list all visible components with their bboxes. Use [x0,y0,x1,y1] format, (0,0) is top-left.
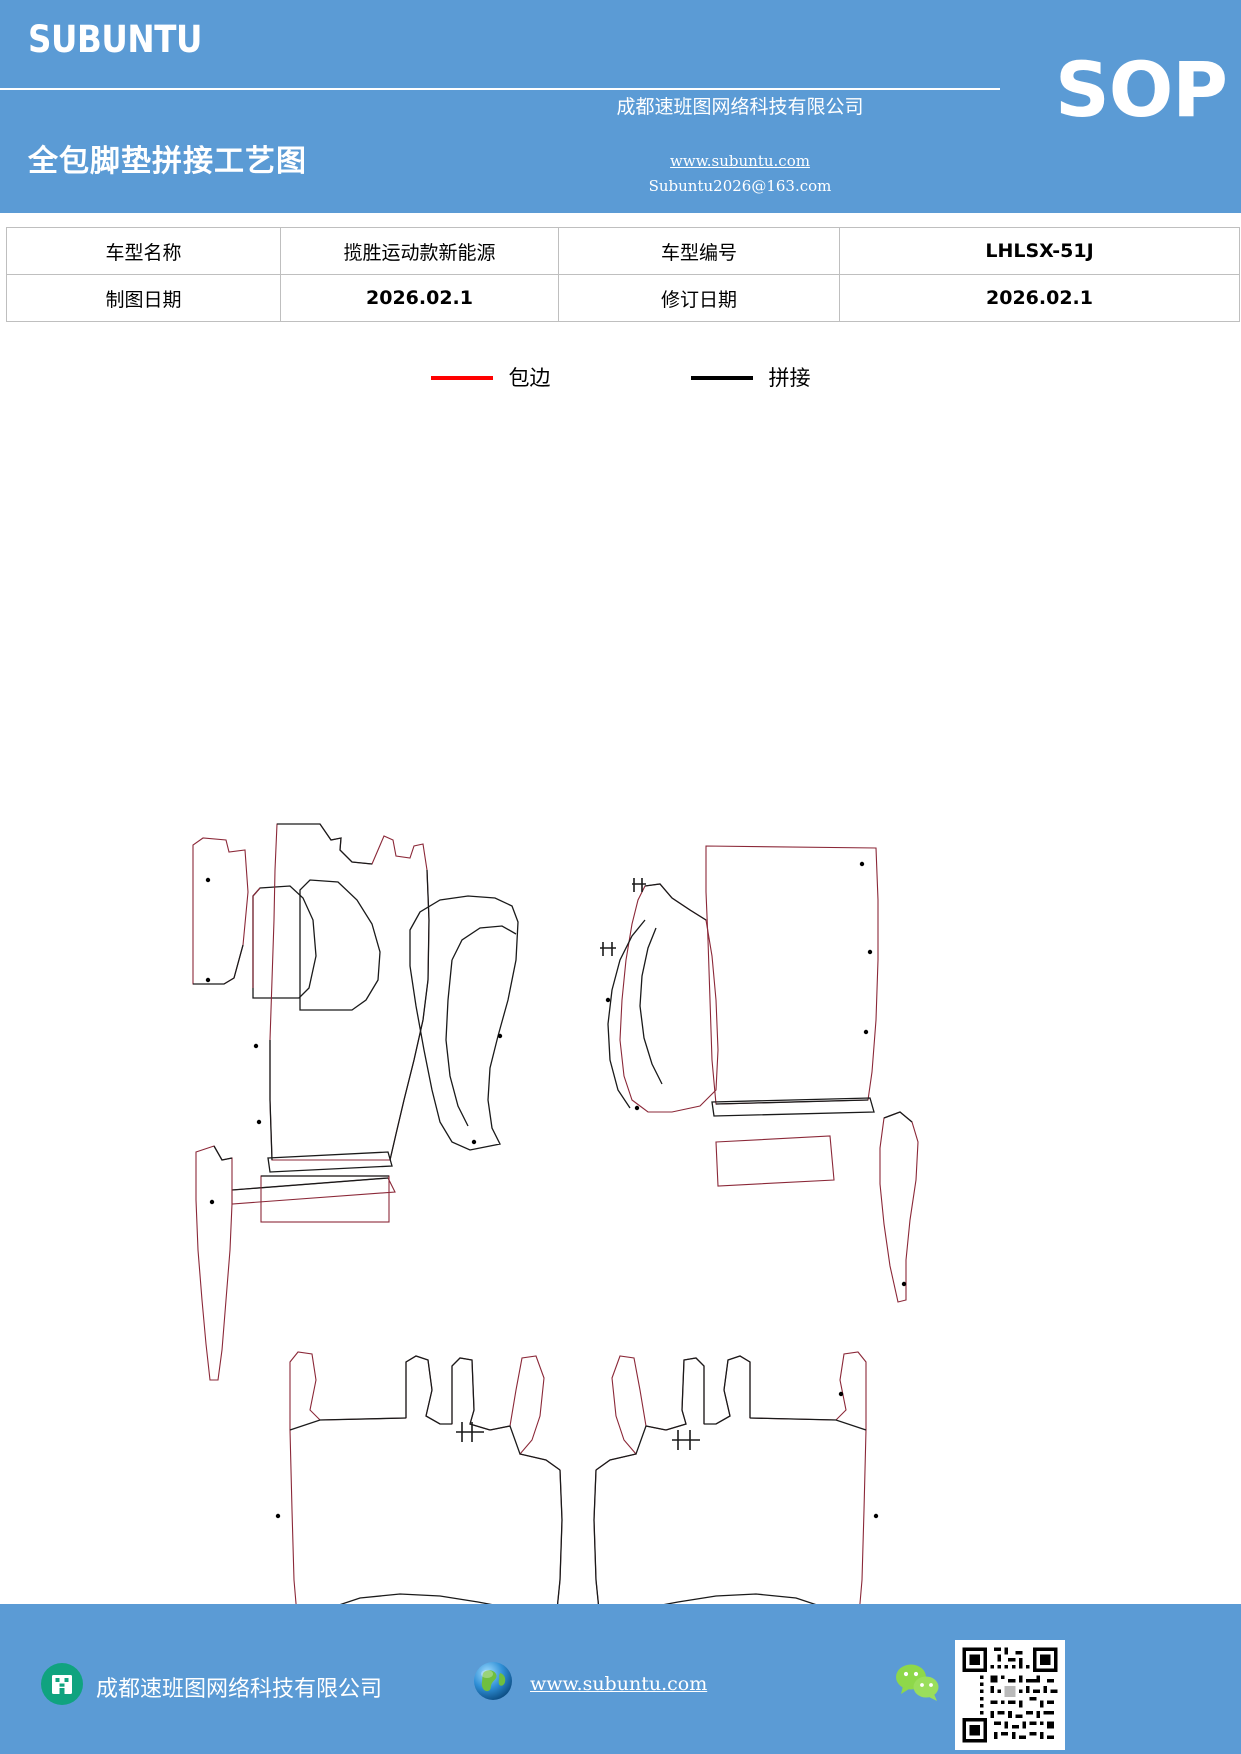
reference-dot [275,1513,281,1519]
rear-left-mat-group [275,1351,563,1604]
footer-company-name: 成都速班图网络科技有限公司 [96,1675,383,1701]
header-divider [0,88,1000,90]
reference-dot [256,1119,262,1125]
footer-website-link[interactable]: www.subuntu.com [530,1672,708,1695]
notch-mark [600,942,616,956]
reference-dot [205,977,211,983]
table-row: 车型名称 揽胜运动款新能源 车型编号 LHLSX-51J [6,227,1240,275]
footer-company-block: 成都速班图网络科技有限公司 [40,1662,382,1711]
legend-label-edging: 包边 [508,365,551,390]
front-left-mat-group [192,823,519,1381]
front-right-mat-group [600,845,919,1303]
reference-dot [634,1105,640,1111]
value-revision-date: 2026.02.1 [839,274,1240,322]
notch-mark [632,878,646,892]
legend-item-splice: 拼接 [690,365,811,390]
vehicle-info-table: 车型名称 揽胜运动款新能源 车型编号 LHLSX-51J 制图日期 2026.0… [6,227,1240,322]
value-draw-date: 2026.02.1 [280,274,559,322]
table-row: 制图日期 2026.02.1 修订日期 2026.02.1 [6,274,1240,322]
value-model-name: 揽胜运动款新能源 [280,227,559,275]
reference-dot [838,1391,844,1397]
reference-dot [209,1199,215,1205]
globe-icon [470,1658,516,1709]
drawing-legend: 包边 拼接 [0,356,1241,400]
rear-right-mat-group [593,1351,879,1604]
notch-mark [672,1430,700,1450]
footer-website-block[interactable]: www.subuntu.com [470,1658,707,1709]
floor-mat-pattern-drawing [192,823,919,1604]
reference-dot [253,1043,259,1049]
reference-dot [867,949,873,955]
qr-code[interactable] [955,1640,1065,1750]
sop-badge: SOP [1054,45,1228,134]
reference-dot [471,1139,477,1145]
reference-dot [497,1033,503,1039]
document-title: 全包脚垫拼接工艺图 [28,144,307,179]
header-company-name: 成都速班图网络科技有限公司 [616,97,864,118]
reference-dot [863,1029,869,1035]
reference-dot [205,877,211,883]
legend-label-splice: 拼接 [768,365,811,390]
value-model-code: LHLSX-51J [839,227,1240,275]
wechat-icon[interactable] [893,1660,945,1709]
legend-item-edging: 包边 [430,365,551,390]
technical-drawing-canvas [0,400,1241,1604]
reference-dot [859,861,865,867]
reference-dot [901,1281,907,1287]
header-website-link[interactable]: www.subuntu.com [670,152,810,170]
label-model-name: 车型名称 [6,227,281,275]
brand-logo: SUBUNTU [28,18,202,61]
reference-dot [873,1513,879,1519]
header-email: Subuntu2026@163.com [648,177,832,195]
building-icon [40,1662,84,1711]
notch-mark [456,1422,484,1442]
legend-swatch-red-icon [430,376,493,380]
label-model-code: 车型编号 [558,227,840,275]
label-draw-date: 制图日期 [6,274,281,322]
legend-swatch-black-icon [690,376,753,380]
label-revision-date: 修订日期 [558,274,840,322]
reference-dot [605,997,611,1003]
page-header: SUBUNTU 全包脚垫拼接工艺图 成都速班图网络科技有限公司 www.subu… [0,0,1241,213]
